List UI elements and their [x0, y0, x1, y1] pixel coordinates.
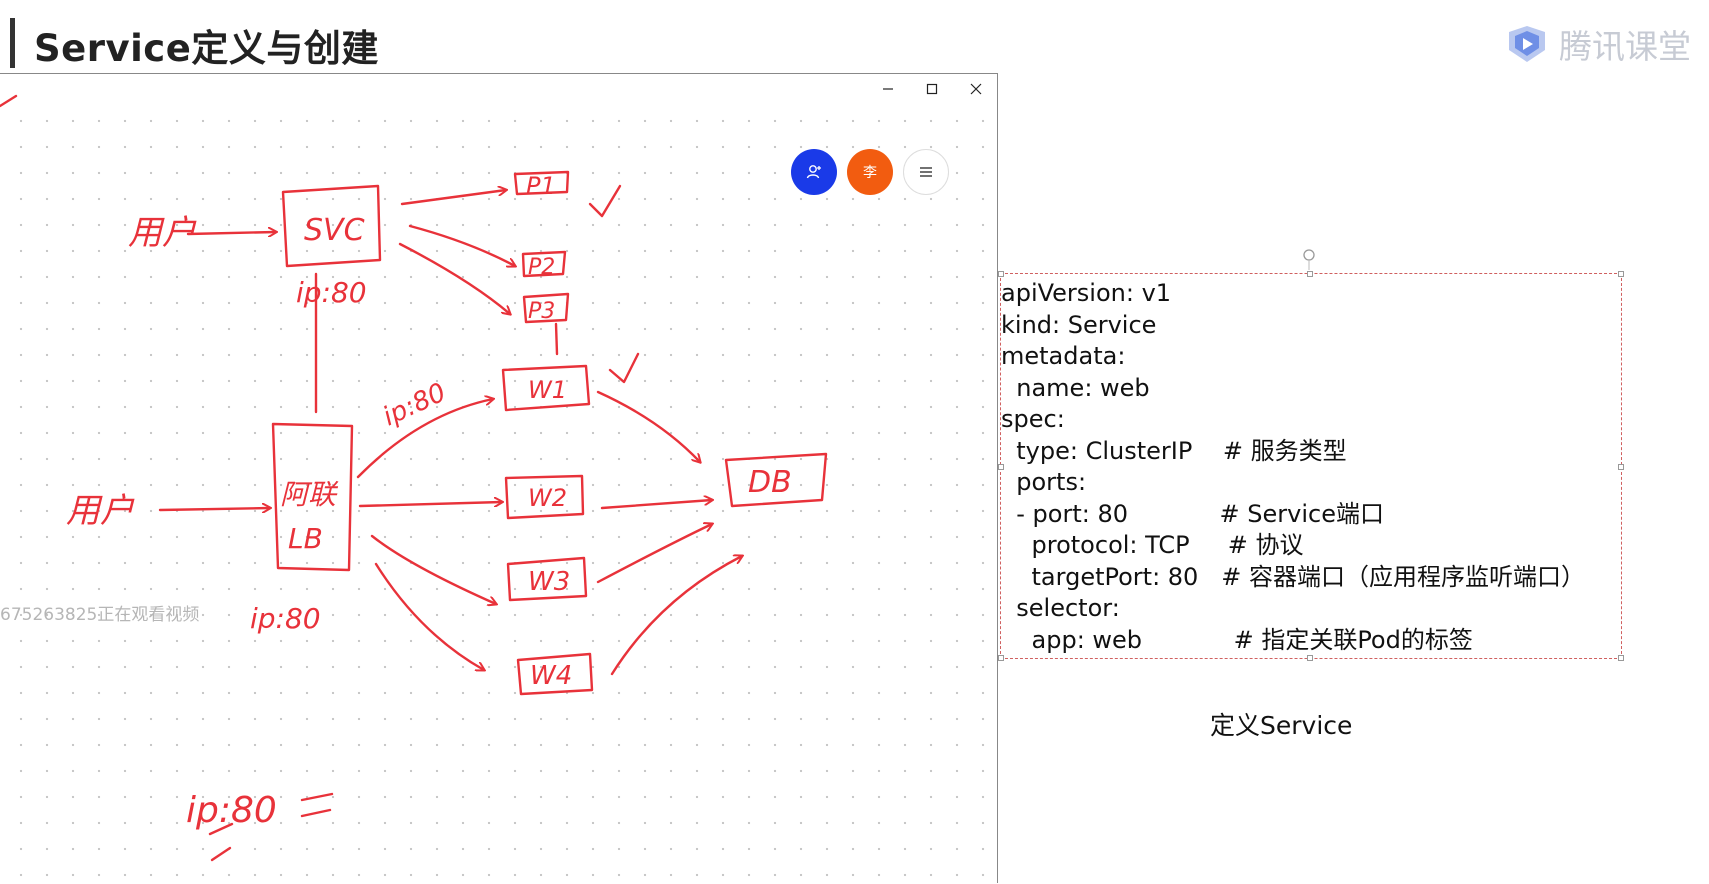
hw-pod-2: P2	[528, 255, 555, 280]
hw-lb-line1: 阿联	[280, 478, 339, 511]
menu-button[interactable]	[903, 149, 949, 195]
yaml-line: name: web	[1001, 373, 1150, 402]
maximize-icon	[926, 83, 938, 95]
hw-worker-1: W1	[528, 376, 567, 404]
brand-text: 腾讯课堂	[1559, 27, 1691, 66]
yaml-line: protocol: TCP # 协议	[1001, 531, 1304, 559]
hw-worker-4: W4	[530, 661, 572, 691]
participant-avatar[interactable]: 李	[847, 149, 893, 195]
whiteboard-drawing[interactable]: 用户 SVC ip:80 P1 P2 P3 ip:80 用户 阿联 LB ip:…	[0, 74, 998, 884]
whiteboard-titlebar[interactable]	[0, 74, 997, 104]
yaml-code: apiVersion: v1 kind: Service metadata: n…	[1001, 278, 1585, 656]
yaml-line: spec:	[1001, 405, 1065, 433]
yaml-line: app: web # 指定关联Pod的标签	[1001, 625, 1473, 654]
hw-user-bottom: 用户	[66, 491, 135, 531]
slide-title: Service定义与创建	[34, 27, 379, 70]
yaml-line: targetPort: 80 # 容器端口（应用程序监听端口）	[1001, 562, 1585, 591]
add-user-icon	[806, 165, 821, 179]
viewer-watermark: 675263825正在观看视频	[0, 605, 200, 625]
hw-pod-3: P3	[528, 299, 555, 324]
hw-user-top: 用户	[128, 213, 197, 253]
hw-db: DB	[748, 465, 792, 500]
yaml-line: metadata:	[1001, 342, 1126, 370]
close-icon	[970, 83, 982, 95]
maximize-button[interactable]	[914, 76, 950, 102]
resize-handle-top[interactable]	[1307, 271, 1313, 277]
menu-icon	[920, 167, 932, 177]
resize-handle-right[interactable]	[1618, 464, 1624, 470]
hw-ip-bottom: ip:80	[186, 790, 277, 831]
minimize-icon	[883, 88, 893, 90]
avatar-label: 李	[863, 165, 877, 181]
hw-worker-3: W3	[528, 567, 570, 597]
hw-pod-1: P1	[526, 172, 556, 200]
rotate-handle-icon[interactable]	[1301, 248, 1317, 270]
whiteboard-window[interactable]: 李 675263825正在观看视频	[0, 73, 998, 883]
yaml-line: type: ClusterIP # 服务类型	[1001, 436, 1347, 465]
hw-svc: SVC	[304, 213, 365, 248]
resize-handle-bl[interactable]	[998, 655, 1004, 661]
hw-lb-line2: LB	[288, 522, 323, 555]
hw-worker-2: W2	[528, 484, 567, 512]
yaml-line: selector:	[1001, 594, 1120, 622]
hw-ip-svc: ip:80	[296, 276, 367, 309]
add-user-button[interactable]	[791, 149, 837, 195]
yaml-line: ports:	[1001, 468, 1087, 496]
resize-handle-bottom[interactable]	[1307, 655, 1313, 661]
resize-handle-br[interactable]	[1618, 655, 1624, 661]
yaml-caption: 定义Service	[1210, 711, 1353, 740]
minimize-button[interactable]	[870, 76, 906, 102]
tencent-classroom-icon	[1509, 26, 1545, 62]
resize-handle-tr[interactable]	[1618, 271, 1624, 277]
hw-ip-lb-top: ip:80	[378, 377, 450, 432]
hw-ip-lb-bottom: ip:80	[250, 602, 321, 635]
yaml-line: kind: Service	[1001, 310, 1157, 339]
resize-handle-tl[interactable]	[998, 271, 1004, 277]
yaml-text-box[interactable]: apiVersion: v1 kind: Service metadata: n…	[998, 249, 1624, 661]
yaml-line: apiVersion: v1	[1001, 279, 1172, 307]
close-button[interactable]	[958, 76, 994, 102]
title-accent-bar	[10, 18, 15, 68]
yaml-line: - port: 80 # Service端口	[1001, 499, 1384, 528]
resize-handle-left[interactable]	[998, 464, 1004, 470]
brand-logo: 腾讯课堂	[1505, 20, 1691, 68]
